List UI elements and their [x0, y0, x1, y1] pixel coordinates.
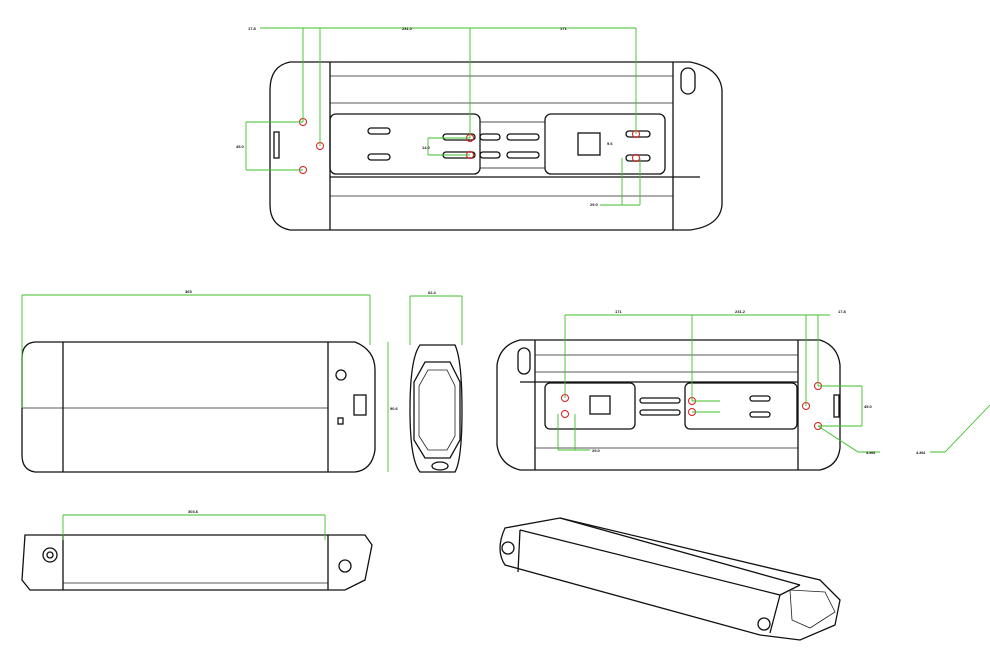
- mount-holes: [299, 118, 640, 174]
- bottom-dimension-lines: [62, 514, 326, 540]
- dim-rear-b: 231.2: [735, 309, 746, 314]
- side-view: 365 90.6: [21, 289, 399, 473]
- dim-rear-e: 29.0: [592, 448, 601, 453]
- mount-view: 171 231.2 17.8 45.0 29.0 4-M4 4-M4: [496, 309, 990, 471]
- bottom-view: 303.6: [21, 509, 373, 591]
- dim-slot-bottom: 29.0: [590, 202, 599, 207]
- dim-rear-d: 45.0: [864, 404, 873, 409]
- power-button-icon: [335, 369, 347, 381]
- dim-rear-c: 17.8: [838, 309, 847, 314]
- dim-rear-a: 171: [615, 309, 622, 314]
- dim-slot-pitch: 14.0: [422, 145, 431, 150]
- top-dimension-lines: [245, 27, 641, 206]
- top-view: 17.8 231.2 171 45.0 14.0 9.6 29.0: [236, 26, 723, 231]
- dim-bottom-length: 303.6: [188, 509, 199, 514]
- side-dimension-lines: [21, 294, 389, 472]
- dim-end-width: 62.4: [428, 290, 437, 295]
- dim-side-length: 365: [185, 289, 192, 294]
- charge-port: [353, 394, 367, 416]
- dim-left-span: 45.0: [236, 144, 245, 149]
- end-view: 62.4: [409, 290, 463, 473]
- end-dimension-lines: [409, 295, 463, 345]
- perspective-view: [499, 517, 841, 641]
- dim-rear-hole: 4-M4: [866, 450, 876, 455]
- dim-rear-hole2: 4-M4: [916, 450, 926, 455]
- mount-holes-rear: [561, 382, 822, 430]
- dim-top-c: 171: [560, 26, 567, 31]
- mount-dimension-lines: [557, 314, 990, 453]
- dim-slot-small: 9.6: [607, 141, 613, 146]
- dim-top-a: 17.8: [248, 26, 257, 31]
- dim-side-height: 90.6: [390, 406, 399, 411]
- dim-top-b: 231.2: [402, 26, 413, 31]
